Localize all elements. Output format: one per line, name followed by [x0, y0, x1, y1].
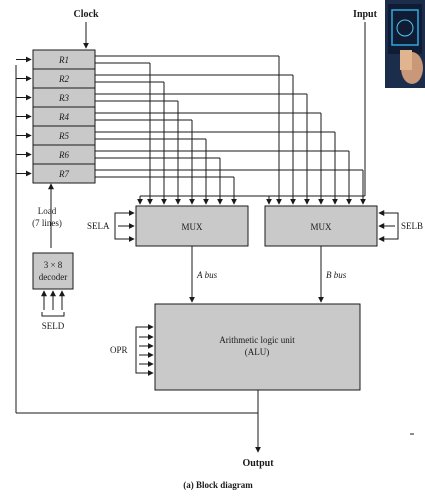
register-label: R1	[58, 55, 69, 65]
b-bus-label: B bus	[326, 270, 347, 280]
opr-arrows	[139, 327, 153, 373]
feedback-arrows	[16, 60, 31, 174]
selb-bracket	[395, 213, 398, 239]
clock-label: Clock	[74, 9, 99, 20]
mux-left-label: MUX	[181, 222, 203, 232]
register-label: R2	[58, 74, 69, 84]
opr-bracket	[136, 327, 139, 373]
register-output-lines	[95, 56, 365, 204]
sela-bracket	[115, 213, 118, 239]
output-label: Output	[242, 458, 274, 469]
register-label: R3	[58, 93, 69, 103]
selb-label: SELB	[401, 221, 423, 231]
load-label: Load	[38, 206, 57, 216]
seld-label: SELD	[42, 321, 65, 331]
register-label: R7	[58, 169, 69, 179]
alu-label: Arithmetic logic unit	[219, 335, 295, 345]
register-label: R5	[58, 131, 69, 141]
opr-label: OPR	[110, 345, 128, 355]
webcam-finger	[400, 50, 412, 70]
register-label: R6	[58, 150, 69, 160]
decoder-label: decoder	[39, 272, 67, 282]
webcam-screen	[388, 4, 422, 54]
mux-right-label: MUX	[310, 222, 332, 232]
seld-bracket	[42, 312, 64, 316]
webcam-overlay	[385, 0, 425, 88]
a-bus-label: A bus	[196, 270, 218, 280]
sela-label: SELA	[87, 221, 110, 231]
decoder-size-label: 3 × 8	[44, 260, 63, 270]
decoder-block	[33, 253, 73, 289]
register-label: R4	[58, 112, 69, 122]
figure-caption: (a) Block diagram	[183, 480, 253, 490]
load-lines-label: (7 lines)	[32, 218, 62, 228]
register-stack: R1R2R3R4R5R6R7	[33, 50, 95, 183]
alu-abbrev-label: (ALU)	[245, 347, 270, 357]
input-label: Input	[353, 9, 378, 20]
